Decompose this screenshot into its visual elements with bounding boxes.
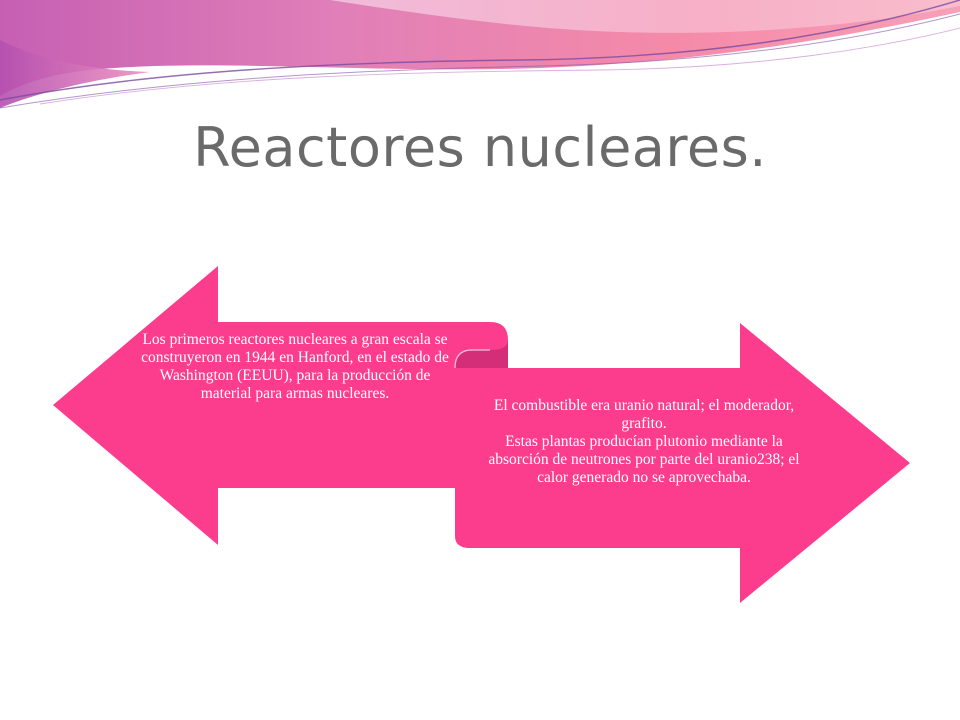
banner-line-2 [0,13,960,109]
left-arrow-shape [53,266,508,545]
left-arrow-text: Los primeros reactores nucleares a gran … [138,331,452,403]
ribbon-fold-edge [454,349,490,369]
banner-line-1 [0,0,960,101]
ribbon-fold [455,340,508,368]
right-arrow-text: El combustible era uranio natural; el mo… [484,397,804,487]
right-arrow-paragraph-1: El combustible era uranio natural; el mo… [493,397,795,432]
banner-wave-light [330,0,960,33]
banner-wave-dark [0,40,150,108]
decorative-banner [0,0,960,109]
banner-line-3 [39,27,960,105]
slide-title: Reactores nucleares. [193,116,767,179]
left-arrow-paragraph: Los primeros reactores nucleares a gran … [141,331,449,402]
right-arrow-paragraph-2: Estas plantas producían plutonio mediant… [488,433,800,486]
right-arrow-shape [455,323,910,603]
